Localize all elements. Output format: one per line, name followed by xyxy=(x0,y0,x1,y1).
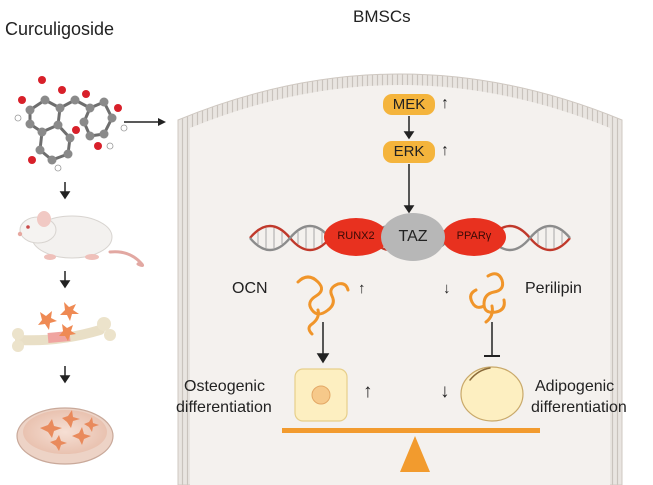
arrow-to-cell xyxy=(124,118,166,126)
mek-node: MEK xyxy=(383,94,435,115)
perilipin-down-arrow: ↓ xyxy=(443,280,451,297)
ppar-node xyxy=(442,218,506,256)
adipogenic-label-line2: differentiation xyxy=(531,399,627,416)
ocn-protein-icon xyxy=(296,275,350,336)
perilipin-label: Perilipin xyxy=(525,280,582,297)
ocn-label: OCN xyxy=(232,280,268,297)
ppar-label: PPARγ xyxy=(456,230,492,242)
petri-dish-icon xyxy=(16,407,114,465)
rat-icon xyxy=(17,211,145,268)
osteogenic-up-arrow: ↑ xyxy=(363,381,373,402)
taz-label: TAZ xyxy=(398,228,428,245)
erk-up-arrow: ↑ xyxy=(441,142,449,159)
ocn-up-arrow: ↑ xyxy=(358,280,366,297)
osteogenic-label-line1: Osteogenic xyxy=(184,378,265,395)
erk-node: ERK xyxy=(383,141,435,163)
adipogenic-down-arrow: ↓ xyxy=(440,381,450,402)
osteogenic-label-line2: differentiation xyxy=(176,399,272,416)
molecule-atoms xyxy=(14,76,128,172)
mek-up-arrow: ↑ xyxy=(441,95,449,112)
perilipin-protein-icon xyxy=(469,272,506,324)
bmsc-cluster-icon xyxy=(38,302,79,341)
cell-title: BMSCs xyxy=(353,7,411,26)
runx2-node xyxy=(324,218,388,256)
pathway-arrows xyxy=(316,116,500,364)
adipogenic-label-line1: Adipogenic xyxy=(535,378,615,395)
left-title: Curculigoside xyxy=(5,19,115,39)
runx2-label: RUNX2 xyxy=(337,230,375,242)
left-flow-arrows xyxy=(59,182,71,384)
adipocyte-icon xyxy=(460,366,524,422)
bone-icon xyxy=(12,317,116,352)
taz-node xyxy=(381,213,445,261)
balance-scale xyxy=(282,428,540,472)
osteogenic-cell-icon xyxy=(294,368,348,422)
